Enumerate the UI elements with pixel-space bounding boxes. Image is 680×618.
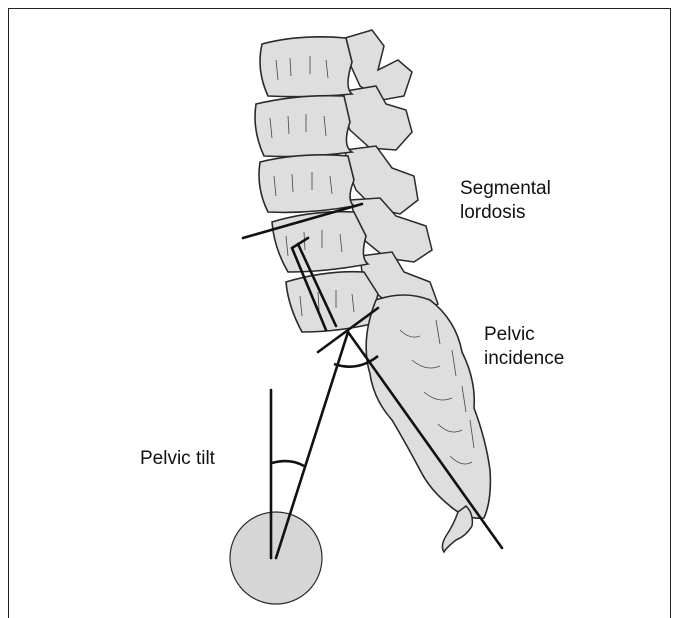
pelvic-incidence-label-line2: incidence (484, 347, 564, 371)
angle-arcs (272, 356, 378, 466)
pelvic-tilt-label: Pelvic tilt (140, 447, 215, 471)
segmental-lordosis-label: Segmental lordosis (460, 177, 551, 225)
sacrum (366, 295, 490, 518)
vertebra-l2 (255, 96, 352, 157)
coccyx (442, 506, 472, 552)
pelvic-incidence-label-line1: Pelvic (484, 323, 564, 347)
pelvic-incidence-label: Pelvic incidence (484, 323, 564, 371)
pelvic-tilt-arc (272, 461, 304, 466)
vertebra-l5 (286, 272, 380, 332)
segmental-lordosis-label-line1: Segmental (460, 177, 551, 201)
vertebra-l1 (260, 37, 352, 97)
segmental-lordosis-label-line2: lordosis (460, 201, 551, 225)
vertebra-l3 (259, 155, 354, 213)
